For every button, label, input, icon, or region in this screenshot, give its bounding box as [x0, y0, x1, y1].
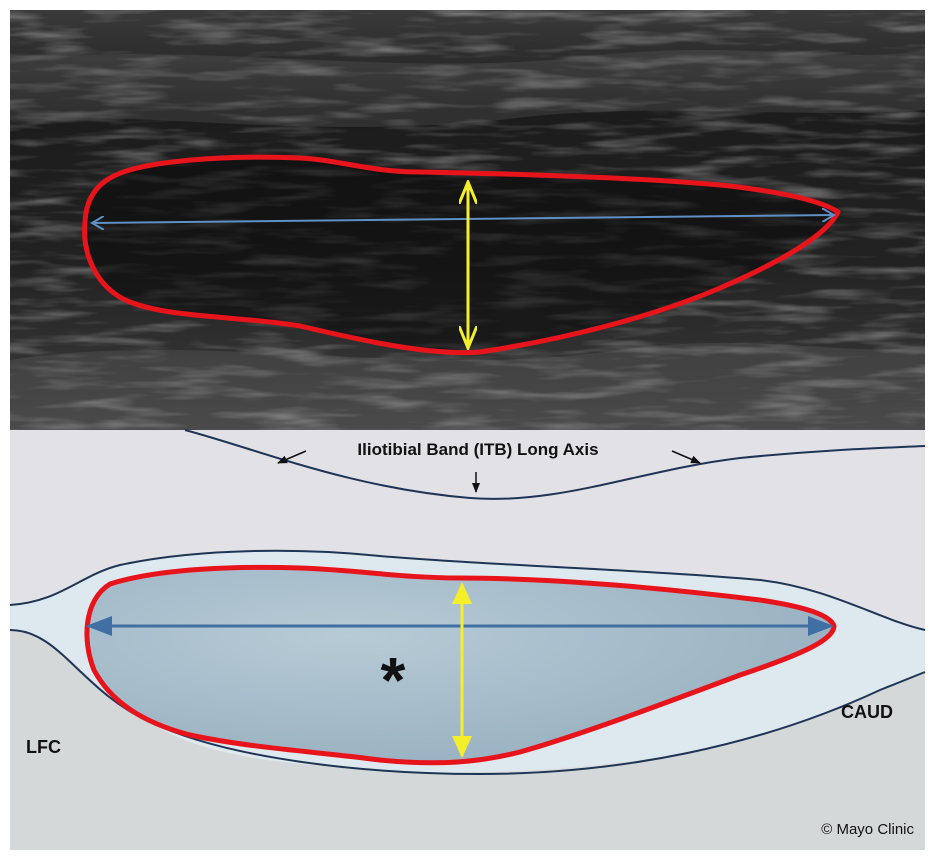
- caud-label: CAUD: [841, 702, 893, 722]
- ultrasound-panel: [10, 10, 925, 430]
- copyright-label: © Mayo Clinic: [821, 821, 914, 838]
- lfc-label: LFC: [26, 737, 61, 757]
- itb-label: Iliotibial Band (ITB) Long Axis: [357, 440, 598, 459]
- illustration-panel: Iliotibial Band (ITB) Long Axis * LFC CA…: [10, 430, 925, 850]
- asterisk-marker: *: [381, 644, 406, 716]
